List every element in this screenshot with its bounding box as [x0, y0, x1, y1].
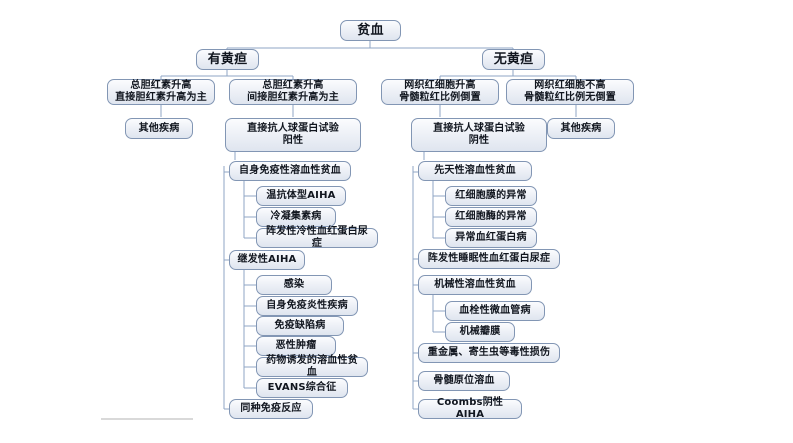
node-red-cell-enzyme-abnormality[interactable]: 红细胞酶的异常 — [445, 207, 537, 227]
node-jaundice-present[interactable]: 有黄疸 — [196, 49, 259, 70]
node-reticulocyte-high[interactable]: 网织红细胞升高 骨髄粒红比例倒置 — [381, 79, 499, 105]
node-alloimmune-reaction[interactable]: 同种免疫反应 — [229, 399, 313, 419]
node-reticulocyte-normal[interactable]: 网织红细胞不高 骨髄粒红比例无倒置 — [506, 79, 634, 105]
node-coombs-test-negative[interactable]: 直接抗人球蛋白试验 阴性 — [411, 118, 547, 152]
node-secondary-aiha[interactable]: 继发性AIHA — [229, 250, 305, 270]
node-paroxysmal-cold-hemoglobinuria[interactable]: 阵发性冷性血红蛋白尿症 — [256, 226, 378, 249]
node-other-disease-right[interactable]: 其他疾病 — [547, 118, 615, 139]
node-immunodeficiency-disease[interactable]: 免疫缺陷病 — [256, 316, 344, 336]
node-infection[interactable]: 感染 — [256, 275, 332, 295]
node-bone-marrow-in-situ-hemolysis[interactable]: 骨髄原位溶血 — [418, 371, 510, 391]
node-total-bilirubin-direct[interactable]: 总胆红素升高 直接胆红素升高为主 — [107, 79, 215, 105]
node-red-cell-membrane-abnormality[interactable]: 红细胞膜的异常 — [445, 186, 537, 206]
node-total-bilirubin-indirect[interactable]: 总胆红素升高 间接胆红素升高为主 — [229, 79, 357, 105]
node-root-anemia[interactable]: 贫血 — [340, 20, 401, 41]
node-coombs-negative-aiha[interactable]: Coombs阴性AIHA — [418, 397, 522, 420]
node-warm-antibody-aiha[interactable]: 温抗体型AIHA — [256, 186, 346, 206]
node-jaundice-absent[interactable]: 无黄疸 — [482, 49, 545, 70]
node-malignant-tumor[interactable]: 恶性肿瘤 — [256, 336, 336, 356]
node-other-disease-left[interactable]: 其他疾病 — [125, 118, 193, 139]
node-evans-syndrome[interactable]: EVANS综合征 — [256, 378, 348, 398]
node-cold-agglutinin-disease[interactable]: 冷凝集素病 — [256, 207, 336, 227]
node-abnormal-hemoglobin-disease[interactable]: 异常血红蛋白病 — [445, 228, 537, 248]
node-mechanical-hemolytic-anemia[interactable]: 机械性溶血性贫血 — [418, 275, 532, 295]
node-mechanical-heart-valve[interactable]: 机械瓣膜 — [445, 322, 515, 342]
node-drug-induced-hemolytic-anemia[interactable]: 药物诱发的溶血性贫血 — [256, 355, 368, 378]
slide-rule-artifact — [101, 418, 193, 420]
node-heavy-metal-parasite-toxic-injury[interactable]: 重金属、寄生虫等毒性损伤 — [418, 343, 560, 363]
node-congenital-hemolytic-anemia[interactable]: 先天性溶血性贫血 — [418, 161, 532, 181]
node-paroxysmal-nocturnal-hemoglobinuria[interactable]: 阵发性睡眠性血红蛋白尿症 — [418, 249, 560, 269]
node-thrombotic-microangiopathy[interactable]: 血栓性微血管病 — [445, 301, 545, 321]
node-autoimmune-inflammatory-disease[interactable]: 自身免疫炎性疾病 — [256, 296, 358, 316]
node-autoimmune-hemolytic-anemia[interactable]: 自身免疫性溶血性贫血 — [229, 161, 351, 181]
node-coombs-test-positive[interactable]: 直接抗人球蛋白试验 阳性 — [225, 118, 361, 152]
